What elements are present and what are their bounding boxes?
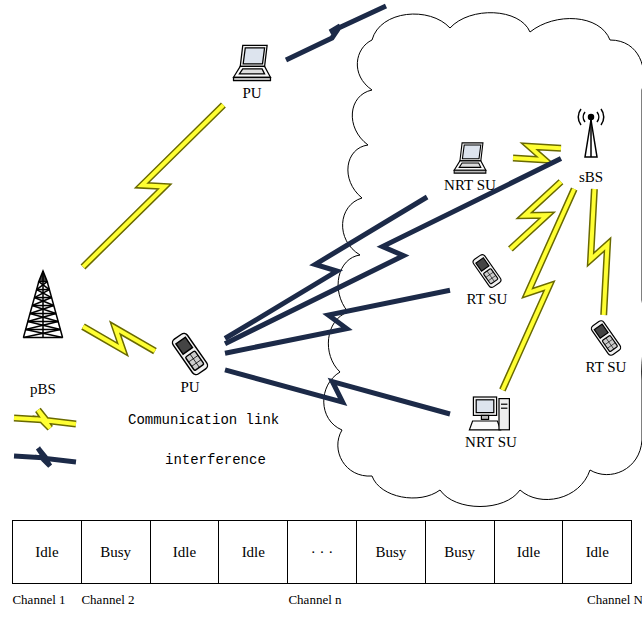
antenna-icon (566, 98, 616, 168)
primary-user: PU (158, 330, 222, 396)
communication-link (83, 327, 155, 352)
channel-label: Channel n (286, 592, 344, 608)
channel-cell: Idle (494, 520, 564, 584)
channel-cell: Idle (150, 520, 220, 584)
communication-link (502, 189, 574, 390)
interference-bolt (286, 6, 386, 60)
phone-icon (578, 318, 634, 358)
channel-cell: Idle (218, 520, 288, 584)
interference-link (225, 370, 450, 414)
channel-cell: · · · (287, 520, 357, 584)
node-label: RT SU (453, 290, 521, 308)
secondary-user: RT SU (576, 318, 636, 376)
channel-cell: Idle (562, 520, 632, 584)
channel-cell: Busy (81, 520, 151, 584)
channel-state: Busy (375, 544, 406, 561)
primary-base-station: pBS (6, 228, 80, 398)
secondary-user: NRT SU (453, 393, 529, 451)
legend-text: Communication link (128, 412, 279, 428)
channel-state: Idle (517, 544, 540, 561)
phone-icon (455, 252, 519, 290)
channel-state: Idle (173, 544, 196, 561)
node-label: NRT SU (430, 176, 510, 194)
channel-state: Idle (35, 544, 58, 561)
channel-state: · · · (311, 544, 334, 561)
secondary-user: RT SU (453, 252, 521, 308)
node-label: PU (158, 378, 222, 396)
node-label: RT SU (576, 358, 636, 376)
communication-link (83, 105, 223, 267)
channel-state: Busy (100, 544, 131, 561)
secondary-user: NRT SU (430, 140, 510, 194)
channel-cell: Idle (12, 520, 82, 584)
channel-cell: Busy (425, 520, 495, 584)
channel-state: Busy (444, 544, 475, 561)
channel-cell: Busy (356, 520, 426, 584)
laptop-icon (222, 42, 282, 84)
computer-icon (455, 393, 527, 433)
legend-sample-link (14, 410, 76, 428)
interference-link (225, 290, 450, 353)
channel-label: Channel 2 (79, 592, 137, 608)
laptop-icon (432, 140, 508, 176)
secondary-base-station: sBS (564, 98, 618, 186)
primary-user: PU (220, 42, 284, 102)
node-label: PU (220, 84, 284, 102)
phone-icon (160, 330, 220, 378)
node-label: NRT SU (453, 433, 529, 451)
node-label: sBS (564, 168, 618, 186)
legend-text: interference (165, 452, 266, 468)
channel-label: Channel 1 (10, 592, 68, 608)
legend-sample-interference (14, 448, 76, 466)
communication-link (513, 146, 561, 160)
channel-state: Idle (586, 544, 609, 561)
communication-link (591, 189, 608, 315)
cloud-region (324, 13, 642, 507)
tower-icon (8, 228, 78, 380)
channel-state: Idle (242, 544, 265, 561)
channel-label: Channel N (586, 592, 642, 608)
interference-link (225, 197, 427, 339)
interference-link (225, 159, 561, 344)
node-label: pBS (6, 380, 80, 398)
